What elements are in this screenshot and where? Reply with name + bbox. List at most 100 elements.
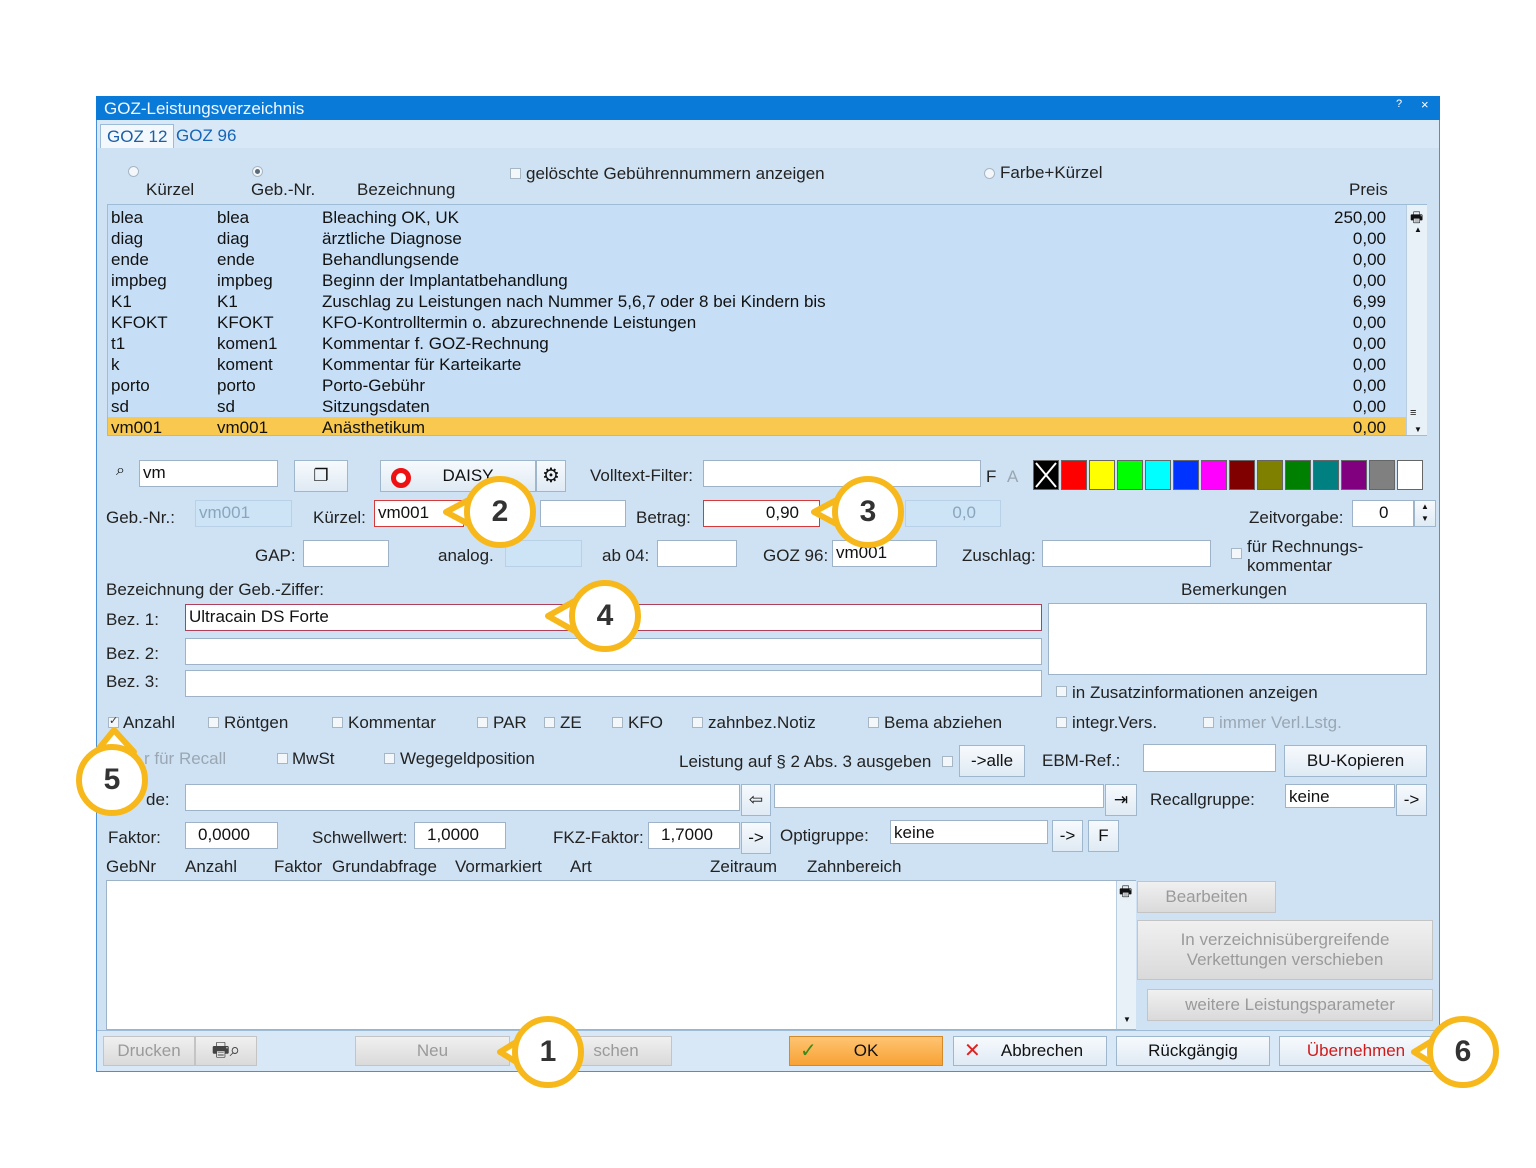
color-swatch[interactable] (1089, 460, 1115, 490)
zeit-field[interactable]: 0 (1352, 500, 1414, 527)
tab-goz12[interactable]: GOZ 12 (100, 124, 175, 148)
zeit-spinner[interactable]: ▲▼ (1414, 500, 1436, 527)
settings-button[interactable]: ⚙ (536, 460, 566, 492)
spin-down-icon[interactable]: ▼ (1421, 514, 1429, 523)
color-swatch[interactable] (1313, 460, 1339, 490)
kfo-checkbox[interactable] (612, 717, 623, 728)
deleted-checkbox[interactable] (510, 168, 521, 179)
ab04-field[interactable] (657, 540, 737, 567)
close-icon[interactable]: × (1421, 97, 1429, 112)
color-swatch[interactable] (1033, 460, 1059, 490)
opti-f-button[interactable]: F (1088, 820, 1119, 852)
tab-goz96[interactable]: GOZ 96 (176, 126, 237, 145)
print-preview-button[interactable]: 🖶⌕ (195, 1036, 257, 1066)
fkz-field[interactable]: 1,7000 (648, 822, 740, 849)
immer-checkbox[interactable] (1203, 717, 1214, 728)
recallgruppe-select[interactable]: keine (1285, 784, 1395, 808)
roentgen-checkbox[interactable] (208, 717, 219, 728)
bu-kopieren-button[interactable]: BU-Kopieren (1284, 745, 1427, 777)
faktor-field[interactable]: 0,0000 (185, 822, 278, 849)
sort-gebnr-radio[interactable] (252, 166, 263, 177)
par-checkbox[interactable] (477, 717, 488, 728)
color-swatch[interactable] (1369, 460, 1395, 490)
ebm-field[interactable] (1143, 744, 1276, 772)
de-dropdown[interactable] (774, 784, 1104, 808)
integr-checkbox[interactable] (1056, 717, 1067, 728)
zuschlag-field[interactable] (1042, 540, 1211, 567)
filter-a-button[interactable]: A (1007, 467, 1019, 486)
search-input[interactable]: vm (139, 460, 278, 487)
color-swatch[interactable] (1117, 460, 1143, 490)
betrag-field[interactable]: 0,90 (703, 500, 820, 527)
color-swatch[interactable] (1257, 460, 1283, 490)
zahnbez-checkbox[interactable] (692, 717, 703, 728)
neu-button[interactable]: Neu (355, 1036, 510, 1066)
linked-services-grid[interactable] (106, 880, 1136, 1030)
help-button[interactable]: ? (1396, 98, 1403, 110)
alle-button[interactable]: ->alle (959, 745, 1025, 777)
grid-printer-icon[interactable]: 🖶 (1119, 883, 1133, 899)
color-swatch[interactable] (1173, 460, 1199, 490)
verschieben-button[interactable]: In verzeichnisübergreifende Verkettungen… (1137, 920, 1433, 980)
drucken-button[interactable]: Drucken (103, 1036, 195, 1066)
copy-button[interactable]: ❐ (294, 460, 348, 492)
weitere-parameter-button[interactable]: weitere Leistungsparameter (1147, 989, 1433, 1021)
grid-scroll-down-icon[interactable]: ▼ (1123, 1015, 1131, 1024)
kommentar-checkbox[interactable] (332, 717, 343, 728)
uebernehmen-button[interactable]: Übernehmen (1279, 1036, 1433, 1066)
bez3-field[interactable] (185, 670, 1042, 697)
wegegeld-checkbox[interactable] (384, 753, 395, 764)
farbe-radio[interactable] (984, 168, 995, 179)
fkz-arrow-button[interactable]: -> (741, 822, 771, 854)
color-swatch[interactable] (1201, 460, 1227, 490)
gap-field[interactable] (303, 540, 389, 567)
insert-left-button[interactable]: ⇦ (741, 784, 771, 816)
color-swatch[interactable] (1145, 460, 1171, 490)
schwell-field[interactable]: 1,0000 (414, 822, 506, 849)
sort-kuerzel-radio[interactable] (128, 166, 139, 177)
recallgruppe-arrow-button[interactable]: -> (1396, 784, 1427, 816)
color-swatch[interactable] (1341, 460, 1367, 490)
opti-select[interactable]: keine (890, 820, 1048, 844)
color-swatch[interactable] (1061, 460, 1087, 490)
color-swatch[interactable] (1285, 460, 1311, 490)
goz96-field[interactable]: vm001 (832, 540, 937, 567)
abbrechen-button[interactable]: ✕ Abbrechen (953, 1036, 1107, 1066)
color-swatch[interactable] (1229, 460, 1255, 490)
scroll-down-icon[interactable]: ▼ (1414, 425, 1422, 434)
scroll-thumb-icon[interactable]: ≡ (1410, 407, 1417, 419)
leistung-checkbox[interactable] (942, 756, 953, 767)
scroll-up-icon[interactable]: ▲ (1414, 225, 1422, 234)
ok-button[interactable]: ✓ OK (789, 1036, 943, 1066)
list-indent-button[interactable]: ⇥ (1105, 784, 1137, 816)
color-swatch[interactable] (1397, 460, 1423, 490)
spin-up-icon[interactable]: ▲ (1421, 502, 1429, 511)
filter-f-button[interactable]: F (986, 467, 997, 486)
opti-arrow-button[interactable]: -> (1052, 820, 1083, 852)
ze-checkbox[interactable] (544, 717, 555, 728)
de-field[interactable] (185, 784, 740, 811)
grid-scrollbar[interactable]: 🖶 ▼ (1116, 881, 1136, 1029)
zusatz-checkbox[interactable] (1056, 686, 1067, 697)
bearbeiten-button[interactable]: Bearbeiten (1137, 881, 1276, 913)
rechnung-checkbox[interactable] (1231, 548, 1242, 559)
rueckgaengig-button[interactable]: Rückgängig (1116, 1036, 1270, 1066)
list-scrollbar[interactable]: 🖶 ▲ ≡ ▼ (1406, 205, 1427, 435)
bemerkungen-textarea[interactable] (1048, 603, 1427, 675)
printer-icon[interactable]: 🖶 (1410, 209, 1424, 225)
kuerzel-extra-field[interactable] (540, 500, 626, 527)
mwst-checkbox[interactable] (277, 753, 288, 764)
bema-checkbox[interactable] (868, 717, 879, 728)
